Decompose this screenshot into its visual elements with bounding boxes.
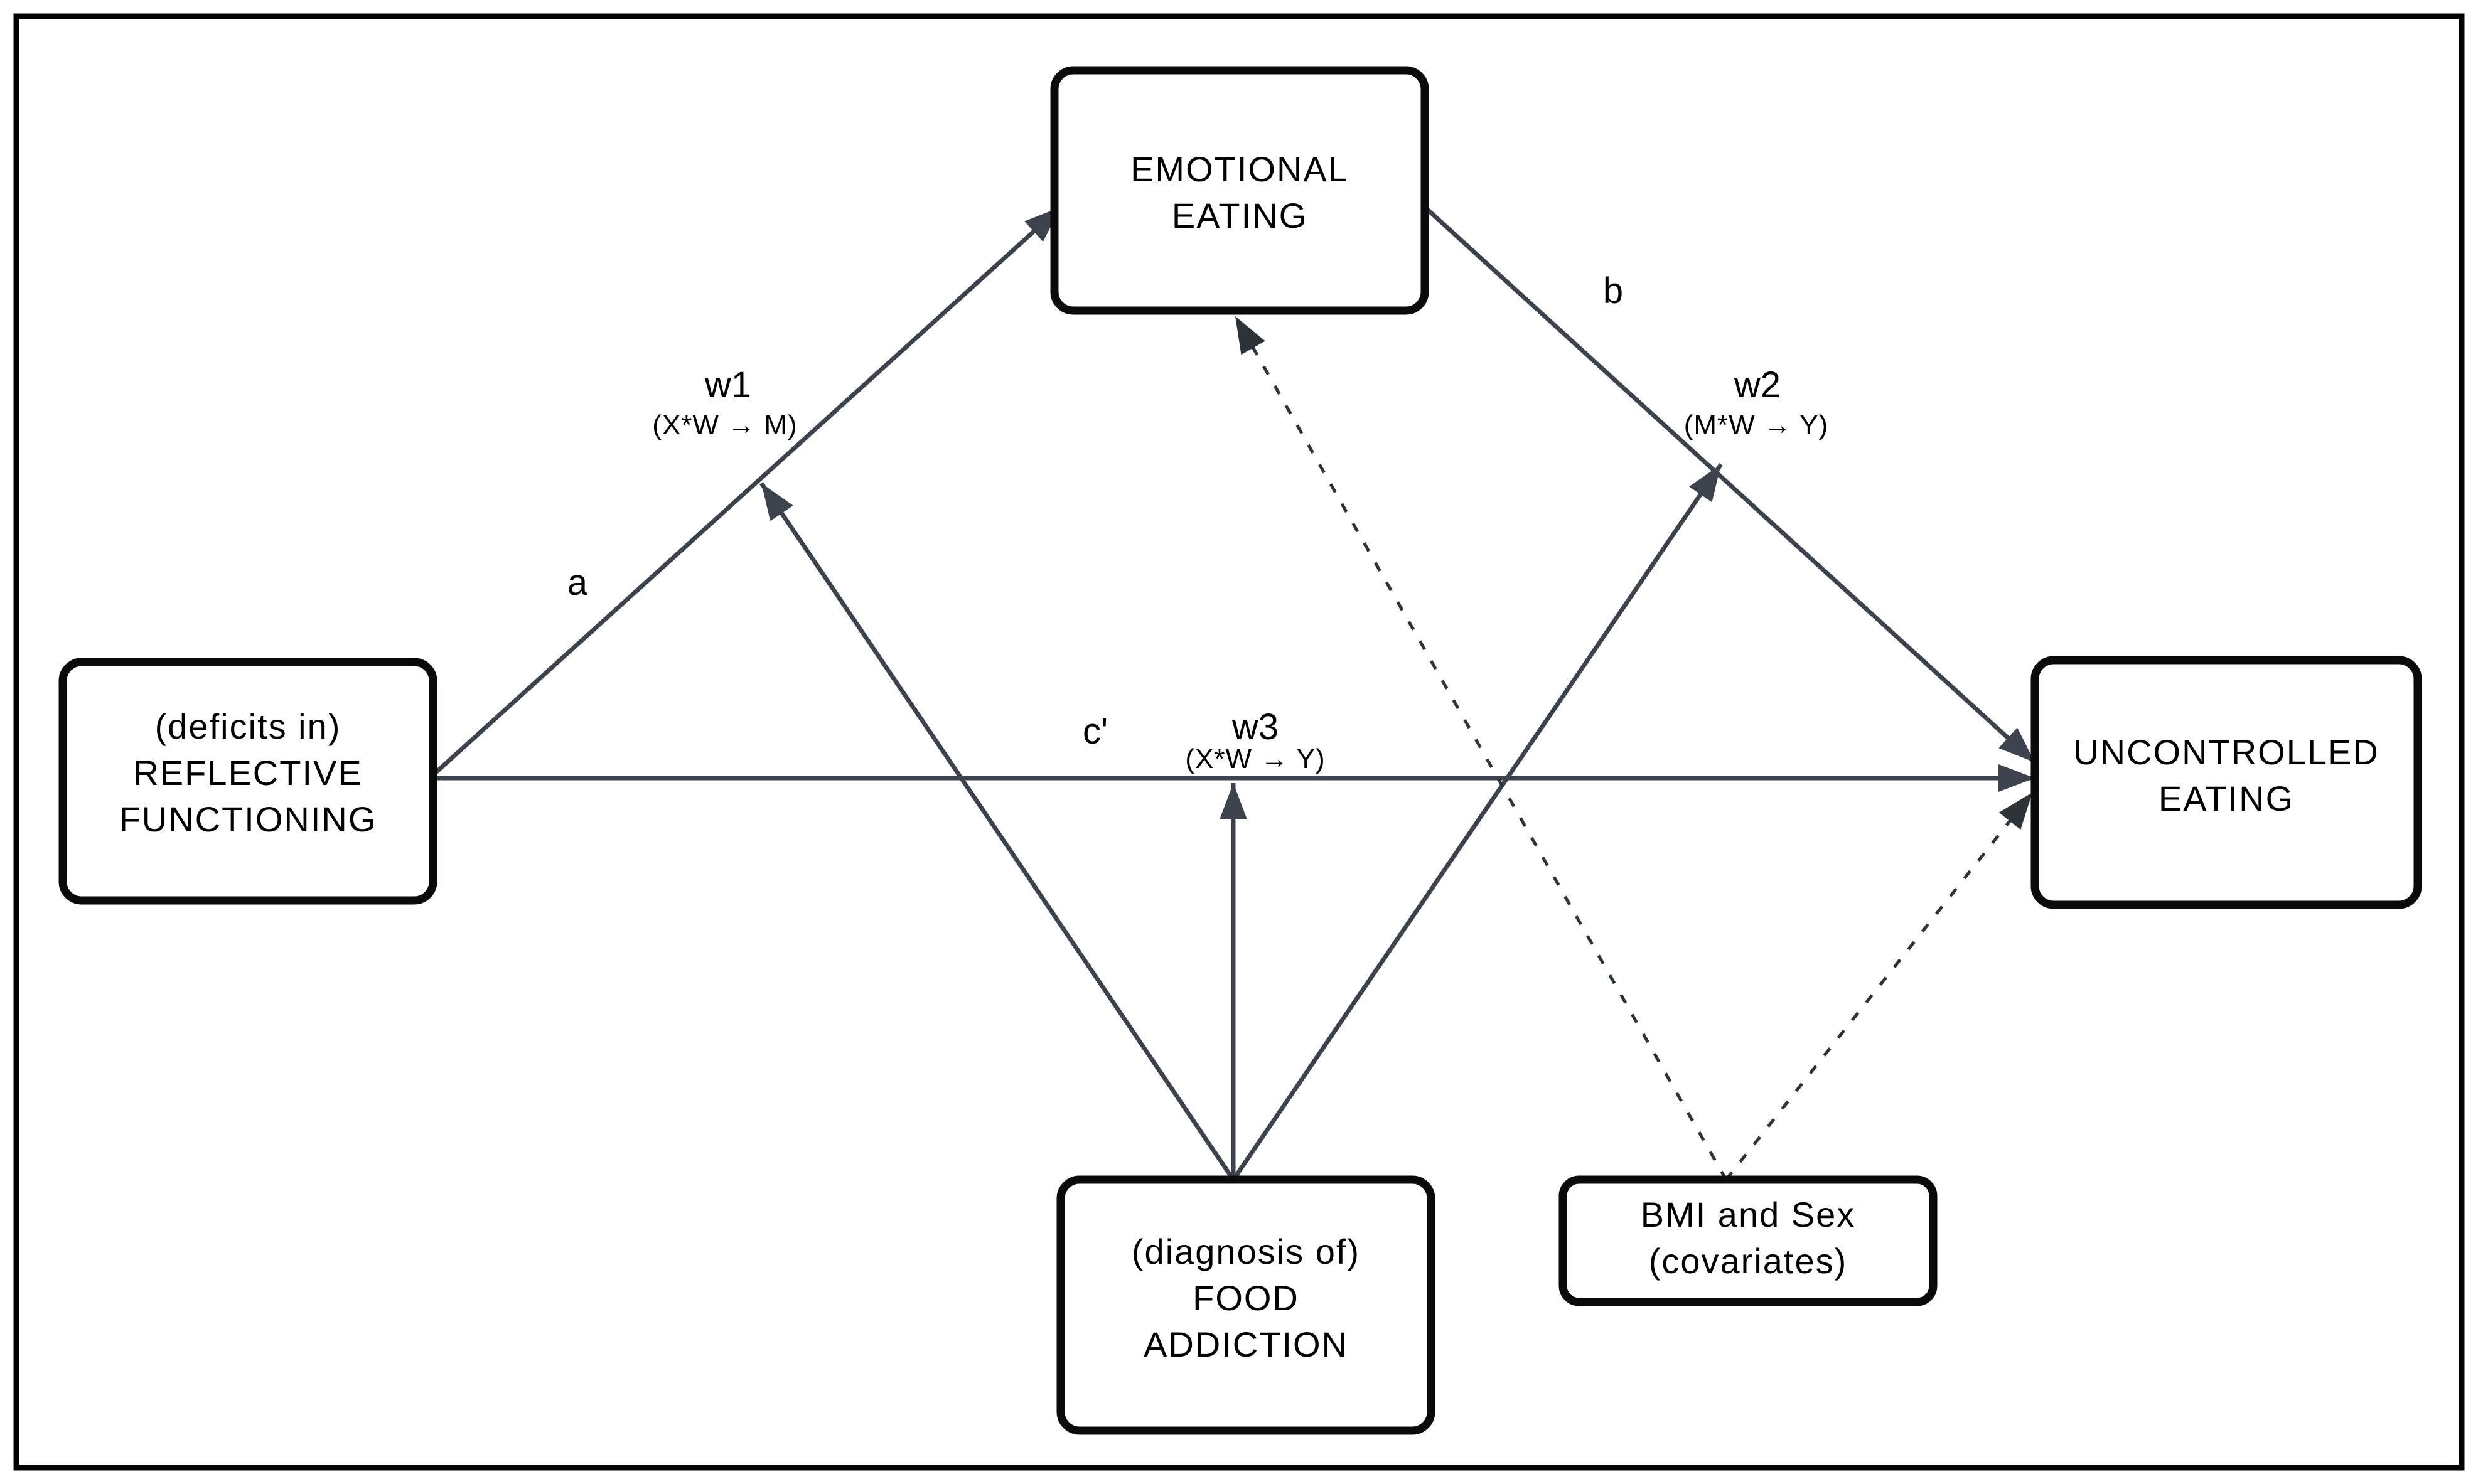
path-labels: a b c' w1 (X*W → M) w2 (M*W → Y) w3 (X*W… (567, 270, 1828, 774)
path-w1-arrow (759, 482, 1235, 1181)
node-uncontrolled-eating-line-2: EATING (2159, 779, 2294, 818)
node-uncontrolled-eating-line-1: UNCONTROLLED (2073, 732, 2379, 772)
path-b-arrow-head (1998, 727, 2035, 762)
arrows (431, 205, 2037, 1181)
node-reflective-functioning-line-3: FUNCTIONING (119, 799, 377, 839)
path-w2-label: w2 (1734, 365, 1781, 405)
path-a-arrow (431, 205, 1063, 777)
path-w1-arrow-head (761, 483, 793, 521)
node-reflective-functioning-line-2: REFLECTIVE (133, 753, 362, 793)
path-b-label: b (1603, 270, 1623, 311)
node-emotional-eating-line-1: EMOTIONAL (1130, 149, 1349, 189)
diagram-frame (13, 13, 2465, 1471)
path-w1-sublabel: (X*W → M) (652, 410, 797, 440)
path-a-label: a (567, 562, 588, 603)
path-w2-sublabel: (M*W → Y) (1684, 410, 1829, 440)
node-uncontrolled-eating (2030, 656, 2422, 909)
path-w1-label: w1 (704, 365, 751, 405)
path-w2-arrow (1231, 463, 1723, 1181)
path-w3-label: w3 (1231, 707, 1279, 747)
covariate-to-emotional-eating-arrow-head (1235, 316, 1265, 355)
covariate-to-emotional-eating-arrow (1233, 315, 1728, 1181)
path-w3-arrow-head (1220, 783, 1247, 819)
path-b-arrow (1423, 205, 2037, 764)
covariate-to-uncontrolled-eating-arrow (1725, 791, 2034, 1181)
path-c-prime-arrow-head (1998, 764, 2035, 792)
covariate-to-uncontrolled-eating-arrow-head (1998, 793, 2032, 830)
node-food-addiction-line-2: FOOD (1193, 1278, 1299, 1318)
path-w3-sublabel: (X*W → Y) (1185, 744, 1325, 774)
node-food-addiction (1056, 1175, 1435, 1435)
node-emotional-eating (1050, 66, 1429, 315)
path-c-prime-label: c' (1083, 711, 1108, 752)
node-covariates-line-2: (covariates) (1649, 1241, 1848, 1281)
node-emotional-eating-line-2: EATING (1172, 196, 1307, 235)
node-covariates-line-1: BMI and Sex (1641, 1195, 1856, 1234)
nodes: (deficits in) REFLECTIVE FUNCTIONING EMO… (58, 66, 2422, 1435)
node-reflective-functioning-line-1: (deficits in) (155, 707, 341, 746)
node-reflective-functioning (58, 658, 437, 905)
path-w2-arrow-head (1689, 464, 1721, 503)
node-food-addiction-line-1: (diagnosis of) (1132, 1232, 1360, 1271)
node-covariates (1558, 1175, 1938, 1306)
node-food-addiction-line-3: ADDICTION (1144, 1325, 1348, 1364)
